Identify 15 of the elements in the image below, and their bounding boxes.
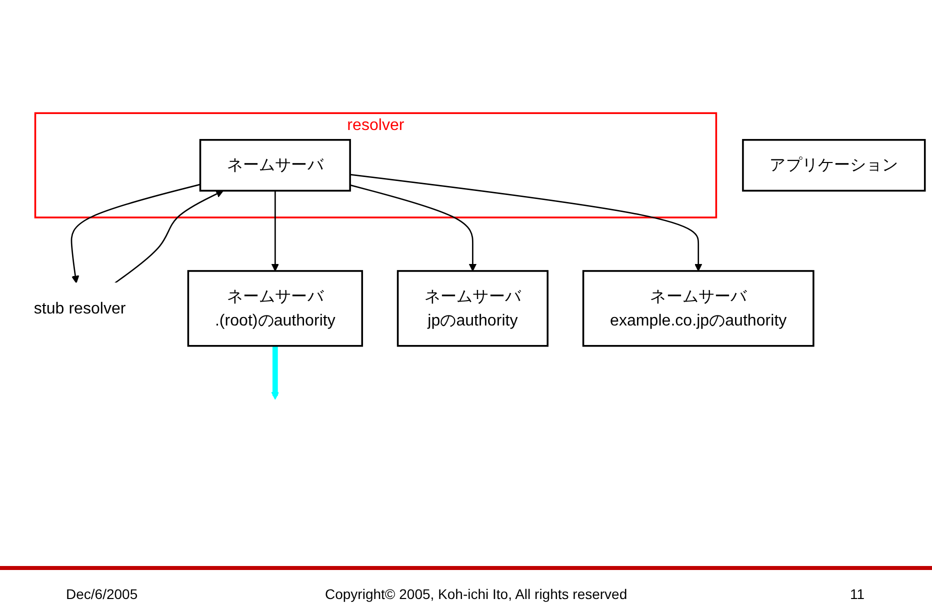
node-box: ネームサーバ	[199, 139, 351, 192]
node-box: ネームサーバ jpのauthority	[396, 270, 548, 348]
arrow	[70, 184, 200, 284]
arrow	[271, 346, 280, 400]
node-box: ネームサーバ example.co.jpのauthority	[582, 270, 814, 348]
arrow	[350, 174, 702, 272]
page-number: 11	[850, 586, 865, 602]
arrow	[350, 184, 477, 272]
node-box: ネームサーバ .(root)のauthority	[187, 270, 364, 348]
copyright-notice: Copyright© 2005, Koh-ichi Ito, All rights reserved	[325, 586, 628, 602]
node-text: stub resolver	[34, 299, 126, 318]
arrow	[271, 191, 280, 272]
node-box: アプリケーション	[742, 139, 926, 192]
footer-date: Dec/6/2005	[66, 586, 138, 602]
arrow	[114, 190, 224, 284]
